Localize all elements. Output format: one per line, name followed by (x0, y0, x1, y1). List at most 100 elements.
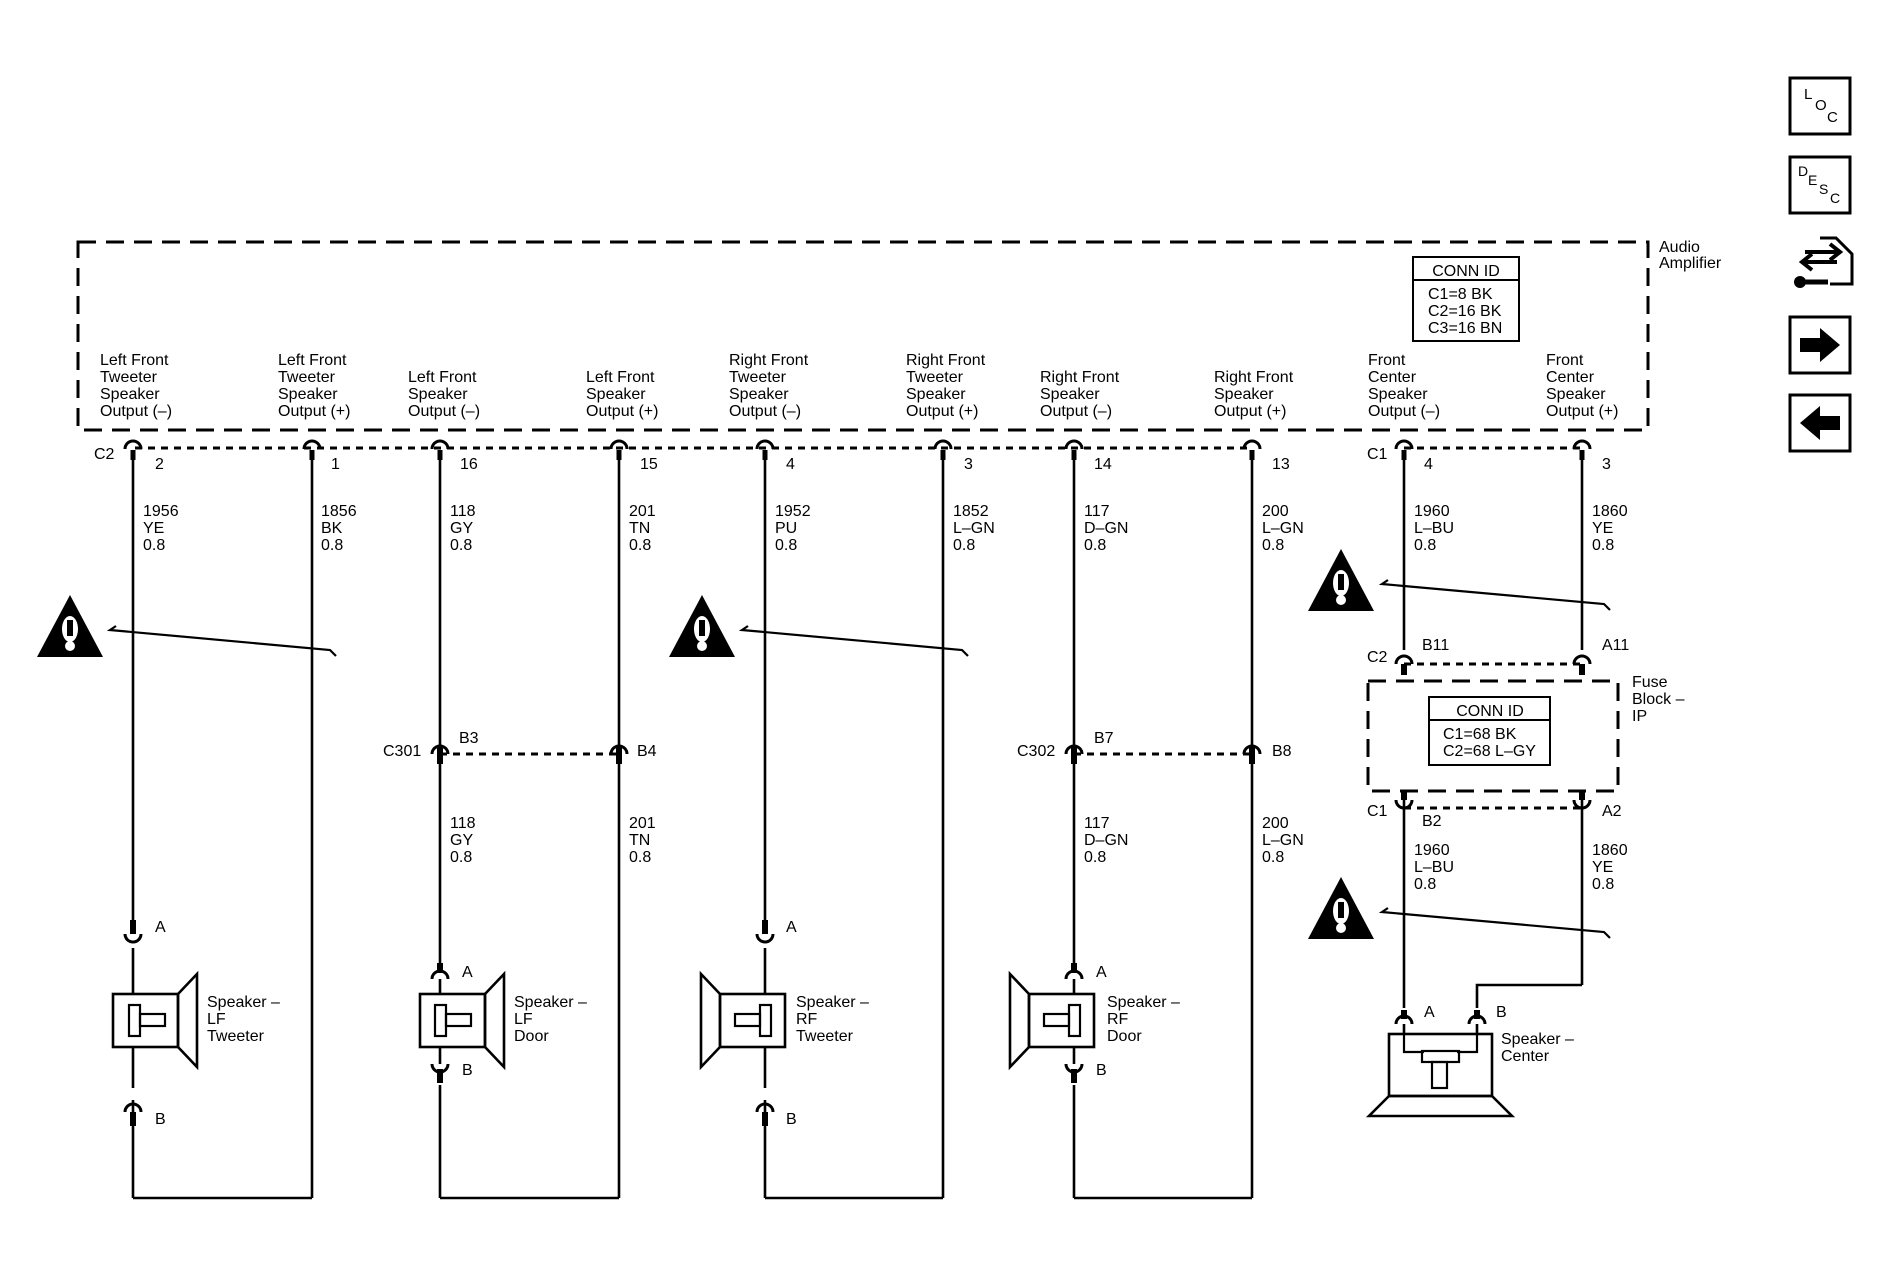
inline-connector-c301: C301 B3 B4 (383, 730, 657, 764)
desc-letter: S (1819, 181, 1828, 197)
warning-icon (1308, 549, 1374, 611)
warning-icon (669, 595, 735, 657)
pin-number: 16 (460, 456, 478, 473)
conn-id-line: C3=16 BN (1428, 320, 1502, 337)
pin-label: B (1496, 1004, 1507, 1021)
warning-icon (1308, 877, 1374, 939)
pin-number: 4 (1424, 456, 1433, 473)
desc-letter: C (1830, 190, 1840, 206)
pin-number: 2 (155, 456, 164, 473)
conn-id-title: CONN ID (1456, 703, 1524, 720)
desc-letter: E (1808, 172, 1817, 188)
pin-number: 1 (331, 456, 340, 473)
wires (131, 460, 1584, 1200)
pin-number: B2 (1422, 813, 1442, 830)
conn-id-line: C2=68 L–GY (1443, 743, 1536, 760)
pin-number: 14 (1094, 456, 1112, 473)
pin-number: 3 (964, 456, 973, 473)
fuse-block-conn-id-box: CONN ID C1=68 BK C2=68 L–GY (1428, 696, 1551, 766)
connector-id-c302: C302 (1017, 743, 1055, 760)
connector-id-c1: C1 (1367, 446, 1388, 463)
pin-label: A (786, 919, 797, 936)
amplifier-label: Audio (1659, 239, 1700, 256)
repair-icon[interactable] (1794, 236, 1854, 288)
amplifier-label: Amplifier (1659, 255, 1722, 272)
loc-icon[interactable]: L O C (1788, 76, 1852, 136)
speaker-label: Speaker –Center (1501, 1031, 1574, 1065)
previous-arrow-icon[interactable] (1788, 393, 1852, 453)
loc-letter: O (1815, 97, 1827, 114)
desc-icon[interactable]: D E S C (1788, 155, 1852, 215)
pin-number: B11 (1422, 637, 1449, 654)
loc-letter: C (1827, 109, 1838, 126)
pin-number: B7 (1094, 730, 1114, 747)
connector-id-c1: C1 (1367, 803, 1388, 820)
pin-label: A (1424, 1004, 1435, 1021)
pin-number: 13 (1272, 456, 1290, 473)
pin-number: 4 (786, 456, 795, 473)
pin-label: A (462, 964, 473, 981)
pin-number: 3 (1602, 456, 1611, 473)
conn-id-line: C2=16 BK (1428, 303, 1502, 320)
pin-number: B3 (459, 730, 479, 747)
pin-number: B8 (1272, 743, 1292, 760)
pin-label: A (155, 919, 166, 936)
amplifier-conn-id-box: CONN ID C1=8 BK C2=16 BK C3=16 BN (1412, 256, 1520, 342)
conn-id-line: C1=68 BK (1443, 726, 1517, 743)
warning-icon (37, 595, 103, 657)
amplifier-pin-numbers: 2 1 16 15 4 3 14 13 4 3 (155, 456, 1611, 473)
pin-label: A (1096, 964, 1107, 981)
pin-label: B (155, 1111, 166, 1128)
pin-label: B (786, 1111, 797, 1128)
pin-number: A2 (1602, 803, 1622, 820)
twisted-pair-marks (106, 579, 1611, 939)
conn-id-line: C1=8 BK (1428, 286, 1493, 303)
loc-letter: L (1804, 86, 1812, 103)
conn-id-title: CONN ID (1432, 263, 1500, 280)
connector-id-c2: C2 (1367, 649, 1388, 666)
connector-id-c301: C301 (383, 743, 421, 760)
audio-amplifier: Audio Amplifier (76, 239, 1722, 432)
next-arrow-icon[interactable] (1788, 315, 1852, 375)
speaker-center: A B Speaker –Center (1365, 1004, 1574, 1118)
connector-id-c2: C2 (94, 446, 115, 463)
